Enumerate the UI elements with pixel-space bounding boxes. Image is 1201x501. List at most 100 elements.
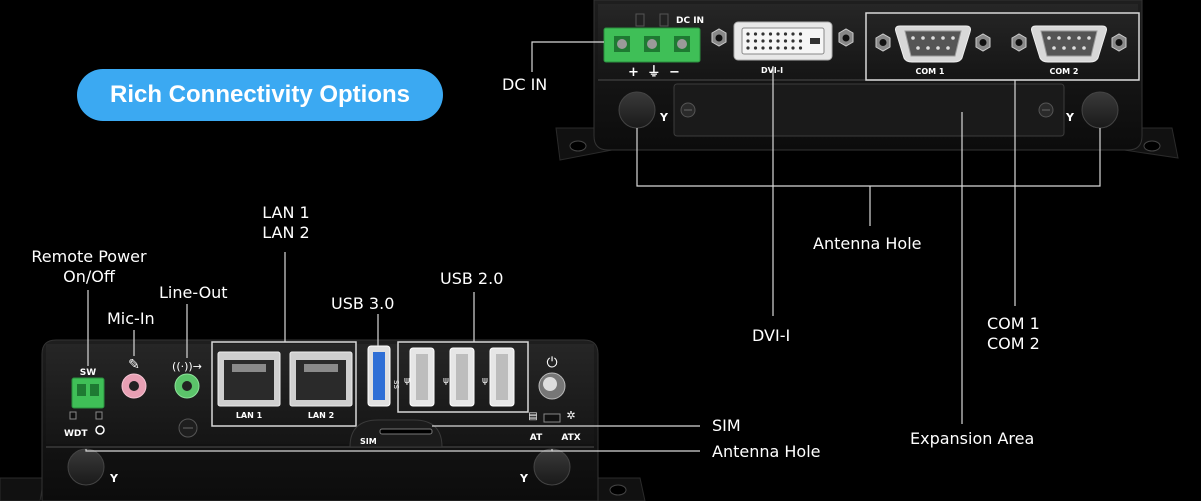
dvi-pin — [791, 46, 795, 50]
dc-terminal-screw-2 — [647, 39, 657, 49]
usb2-port-2-insert — [456, 354, 468, 400]
dvi-pin — [753, 39, 758, 43]
com-pin — [921, 36, 925, 40]
com-pin — [1047, 36, 1051, 40]
com-pin — [1082, 46, 1086, 50]
callout-remote-line2: On/Off — [63, 267, 115, 286]
usb3-port-insert — [373, 352, 385, 400]
dc-terminal-screw-3 — [677, 39, 687, 49]
callout-line-out: Line-Out — [159, 283, 228, 302]
dvi-pin — [791, 39, 795, 43]
bottom-device: SW WDT ✎ ((·))→ LAN 1 LAN 2 SS ψ — [0, 252, 700, 501]
com2-pin-array — [1047, 36, 1091, 50]
top-device: DC IN + ⏚ − DVI-I COM 1 COM 2 Y — [531, 0, 1179, 424]
callout-lan: LAN 1 LAN 2 — [250, 203, 322, 243]
remote-terminal-slot-2 — [90, 384, 99, 396]
com1-nut-hole-left — [879, 39, 887, 46]
callout-remote-line1: Remote Power — [31, 247, 147, 266]
dc-latch-left — [635, 13, 645, 27]
dvi-nut-hole-left — [715, 34, 723, 42]
callout-remote-power: Remote Power On/Off — [22, 247, 156, 287]
dvi-pin — [761, 32, 765, 36]
com2-nut-hole-left — [1015, 39, 1023, 46]
reset-icon — [95, 425, 105, 435]
mic-icon: ✎ — [128, 357, 140, 373]
com-pin — [1087, 36, 1091, 40]
com-ports-highlight-box — [865, 12, 1140, 81]
top-antenna-icon-right: Y — [1065, 111, 1075, 124]
lan1-port-contacts — [232, 364, 266, 372]
expansion-area-cover — [673, 83, 1065, 137]
dvi-pin — [761, 39, 765, 43]
bottom-leader-lines — [85, 252, 700, 452]
com2-panel-label: COM 2 — [1050, 67, 1079, 76]
dc-in-leader-line — [531, 41, 604, 72]
callout-dvi-i: DVI-I — [752, 326, 791, 345]
dvi-pin — [768, 39, 773, 43]
dvi-pin — [791, 32, 795, 36]
callout-com-line2: COM 2 — [987, 334, 1040, 353]
at-atx-switch — [543, 413, 561, 423]
lan2-panel-label: LAN 2 — [308, 411, 334, 420]
mic-in-jack-hole — [129, 381, 139, 391]
com-pin — [916, 46, 920, 50]
top-antenna-hole-right — [1081, 91, 1119, 129]
callout-lan-line1: LAN 1 — [262, 203, 310, 222]
com-pin — [1067, 36, 1071, 40]
bottom-right-foot-hole — [609, 484, 627, 496]
usb2-ports-highlight-box — [397, 341, 529, 413]
dvi-i-panel-label: DVI-I — [761, 66, 783, 75]
top-left-foot-hole — [569, 140, 587, 152]
com1-pin-array — [911, 36, 955, 50]
bottom-antenna-icon-right: Y — [519, 472, 529, 485]
com1-nut-hole-right — [979, 39, 987, 46]
com-pin — [951, 36, 955, 40]
com-pin — [1072, 46, 1076, 50]
callout-expansion-area: Expansion Area — [910, 429, 1035, 448]
dc-in-panel-label: DC IN — [676, 16, 704, 26]
com-pin — [936, 46, 940, 50]
callout-antenna-hole-bottom: Antenna Hole — [712, 442, 821, 461]
line-out-icon: ((·))→ — [172, 360, 202, 373]
com1-port-shell — [904, 30, 962, 57]
callout-usb3: USB 3.0 — [331, 294, 395, 313]
reset-led — [95, 411, 103, 420]
dvi-pin — [768, 46, 773, 50]
callout-com-ports: COM 1 COM 2 — [987, 314, 1040, 354]
dvi-pin — [783, 46, 788, 50]
dvi-pin — [776, 32, 780, 36]
dvi-pin — [798, 39, 803, 43]
lan2-port-contacts — [304, 364, 338, 372]
dc-pin-labels: + ⏚ − — [628, 65, 682, 80]
usb2-icon-3: ψ — [482, 376, 488, 386]
dvi-nut-hole-right — [842, 34, 850, 42]
dvi-pin — [783, 39, 788, 43]
com-pin — [946, 46, 950, 50]
com-pin — [1052, 46, 1056, 50]
callout-usb2: USB 2.0 — [440, 269, 504, 288]
lan-ports-highlight-box — [211, 341, 357, 427]
com1-panel-label: COM 1 — [916, 67, 945, 76]
com-pin — [931, 36, 935, 40]
wdt-led — [69, 411, 77, 420]
line-out-jack-hole — [182, 381, 192, 391]
usb2-icon-2: ψ — [443, 376, 449, 386]
headline-text: Rich Connectivity Options — [109, 81, 411, 108]
dvi-pin — [746, 39, 750, 43]
power-icon: ⏻ — [546, 355, 557, 371]
remote-terminal-slot-1 — [77, 384, 86, 396]
com-pin — [1062, 46, 1066, 50]
dvi-analog-blade — [810, 38, 820, 44]
usb2-port-1-insert — [416, 354, 428, 400]
callout-lan-line2: LAN 2 — [262, 223, 310, 242]
dc-latch-right — [659, 13, 669, 27]
sim-panel-label: SIM — [360, 437, 377, 446]
dvi-pin — [753, 32, 758, 36]
remote-power-terminal — [71, 377, 105, 409]
bottom-left-mount-foot — [0, 477, 45, 501]
com-pin — [1077, 36, 1081, 40]
usb2-port-3-insert — [496, 354, 508, 400]
callout-antenna-hole-top: Antenna Hole — [813, 234, 922, 253]
com2-nut-hole-right — [1115, 39, 1123, 46]
